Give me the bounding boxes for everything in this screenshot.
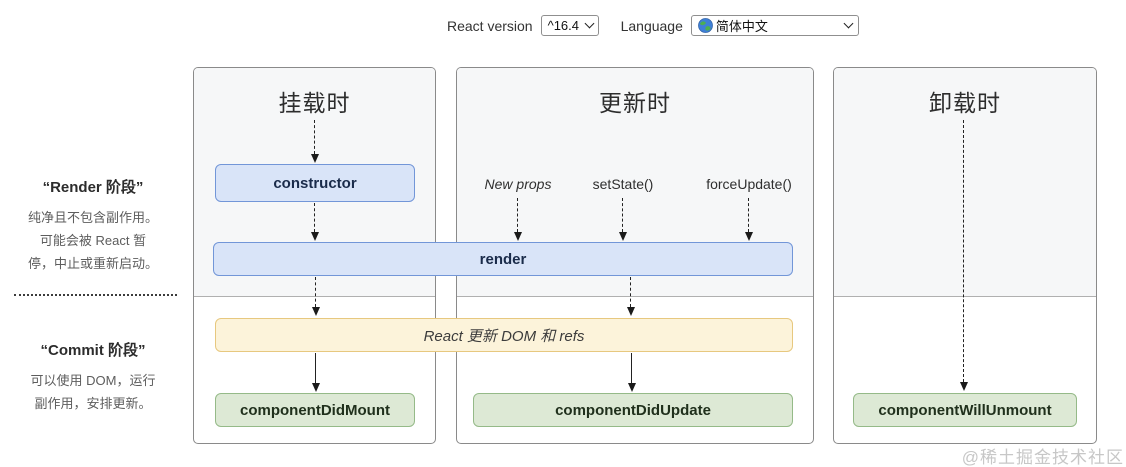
render-phase-note: “Render 阶段” 纯净且不包含副作用。 可能会被 React 暂 停，中止… <box>4 176 182 275</box>
componentdidmount-box[interactable]: componentDidMount <box>215 393 415 427</box>
react-updates-dom-box: React 更新 DOM 和 refs <box>215 318 793 352</box>
commit-phase-line: 副作用，安排更新。 <box>34 396 152 411</box>
trigger-setstate[interactable]: setState() <box>592 176 654 192</box>
commit-phase-line: 可以使用 DOM，运行 <box>30 373 156 388</box>
language-select[interactable]: 简体中文 <box>690 15 859 36</box>
watermark: @稀土掘金技术社区 <box>961 448 1124 467</box>
componentwillunmount-box[interactable]: componentWillUnmount <box>853 393 1077 427</box>
trigger-forceupdate[interactable]: forceUpdate() <box>706 176 792 192</box>
componentdidupdate-box[interactable]: componentDidUpdate <box>473 393 793 427</box>
arrow-unmount-to-willunmount <box>959 120 968 391</box>
toolbar: React version ^16.4 Language 简体中文 <box>447 15 859 36</box>
arrow-constructor-to-render <box>310 203 319 241</box>
phase-divider <box>14 294 177 296</box>
render-phase-line: 纯净且不包含副作用。 <box>27 210 158 225</box>
render-phase-line: 可能会被 React 暂 <box>39 233 147 248</box>
arrow-mount-to-constructor <box>310 120 319 163</box>
caret-down-icon <box>843 18 854 29</box>
commit-phase-note: “Commit 阶段” 可以使用 DOM，运行 副作用，安排更新。 <box>4 339 182 415</box>
react-version-value: ^16.4 <box>547 18 579 33</box>
language-label: Language <box>620 17 683 34</box>
panel-unmount <box>833 67 1097 444</box>
constructor-box[interactable]: constructor <box>215 164 415 202</box>
panel-title-update: 更新时 <box>599 90 671 116</box>
caret-down-icon <box>584 18 595 29</box>
panel-title-mount: 挂载时 <box>278 90 351 116</box>
render-zone <box>834 68 1096 297</box>
render-phase-line: 停，中止或重新启动。 <box>27 256 158 271</box>
arrow-newprops-to-render <box>513 198 522 241</box>
render-phase-title: “Render 阶段” <box>42 179 144 196</box>
globe-icon <box>698 18 713 33</box>
language-value: 简体中文 <box>715 19 768 34</box>
arrow-dom-to-didupdate <box>627 353 636 392</box>
arrow-render-to-dom-update <box>626 277 635 316</box>
trigger-new-props: New props <box>484 176 552 192</box>
arrow-render-to-dom-mount <box>311 277 320 316</box>
react-version-select[interactable]: ^16.4 <box>540 15 599 36</box>
arrow-setstate-to-render <box>618 198 627 241</box>
arrow-dom-to-didmount <box>311 353 320 392</box>
arrow-forceupdate-to-render <box>744 198 753 241</box>
react-version-label: React version <box>447 17 533 34</box>
render-box[interactable]: render <box>213 242 793 276</box>
panel-title-unmount: 卸载时 <box>929 90 1001 116</box>
commit-phase-title: “Commit 阶段” <box>40 342 146 359</box>
